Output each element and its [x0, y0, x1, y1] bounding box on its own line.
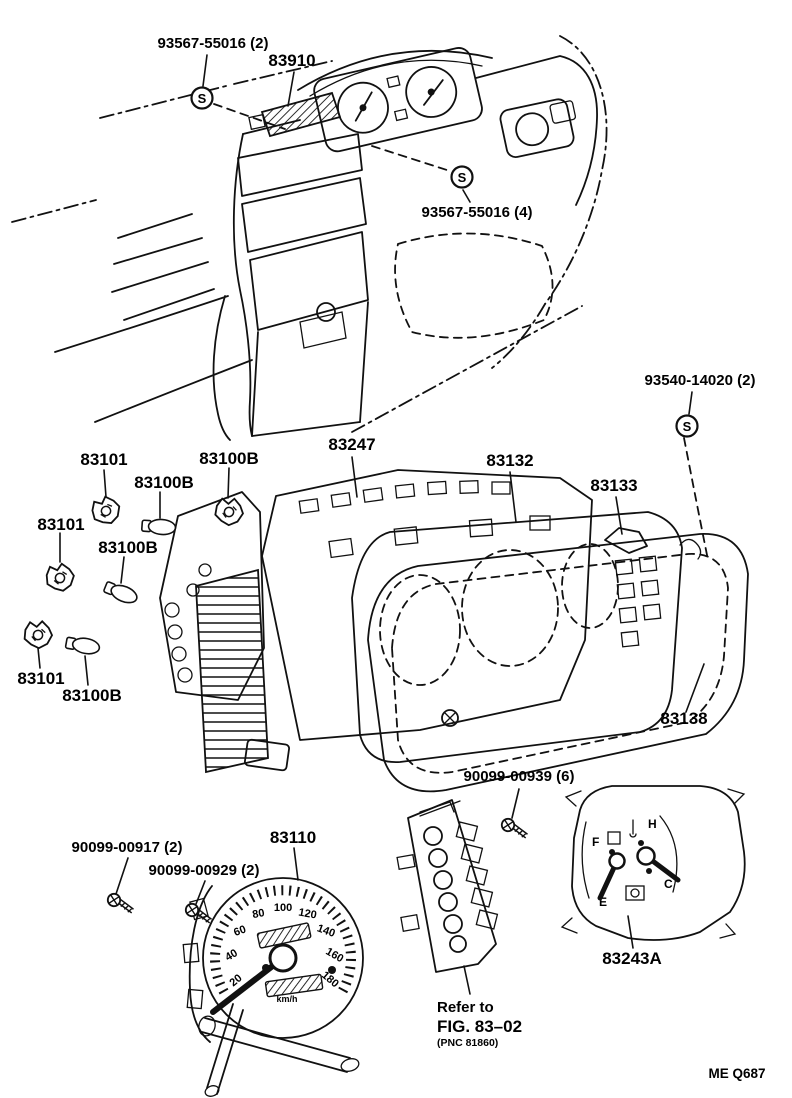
meter-edge-hatch [260, 91, 342, 138]
dial-unit: km/h [276, 994, 297, 1004]
note-line-3: (PNC 81860) [437, 1037, 498, 1049]
gauge-letter-F: F [592, 835, 599, 849]
bulb [140, 517, 177, 537]
screw-marker-top: S [198, 91, 207, 106]
part-label-83100B: 83100B [134, 473, 194, 492]
part-label-90099-00917: 90099-00917 (2) [72, 839, 183, 856]
part-label-83101: 83101 [37, 515, 84, 534]
circuit-plate [159, 491, 290, 774]
note-line-1: Refer to [437, 999, 494, 1016]
bulb-panel [396, 799, 499, 973]
part-label-90099-00929: 90099-00929 (2) [149, 862, 260, 879]
part-label-83910: 83910 [268, 51, 315, 70]
dashboard-sketch [11, 35, 608, 441]
dial-number: 80 [251, 907, 265, 921]
left-hatch-lines [54, 213, 253, 441]
meter-mask [367, 533, 749, 793]
fuel-temp-gauge: F E H C [560, 785, 746, 941]
part-label-83100B: 83100B [62, 686, 122, 705]
center-stack [237, 133, 369, 437]
part-label-83132: 83132 [486, 451, 533, 470]
dial-number: 60 [232, 923, 248, 938]
trip-odometer [264, 973, 324, 998]
screw-marker-mid: S [458, 170, 467, 185]
screw-marker-right: S [683, 419, 692, 434]
speedometer-ticks [210, 885, 356, 995]
note-line-2: FIG. 83–02 [437, 1017, 522, 1036]
part-label-83101: 83101 [17, 669, 64, 688]
part-label-83110: 83110 [270, 828, 316, 847]
indicator-window [625, 885, 645, 901]
needle-hub [268, 943, 298, 973]
screw-90099-00939 [499, 816, 531, 840]
odometer [256, 922, 312, 949]
screw-markers: S S S [190, 54, 709, 561]
speedometer-needle [210, 955, 286, 1015]
bulb [64, 634, 102, 657]
speedometer-dial [202, 877, 364, 1039]
dial-number: 100 [274, 902, 292, 914]
lighter-circle [316, 302, 336, 322]
dash-right-panel [499, 98, 577, 158]
part-label-93540-14020: 93540-14020 (2) [645, 372, 756, 389]
gauge-letter-H: H [648, 817, 657, 831]
gauge-letter-E: E [599, 895, 607, 909]
glovebox-dashed [394, 232, 554, 339]
part-label-83247: 83247 [328, 435, 375, 454]
part-label-83133: 83133 [590, 476, 637, 495]
reference-note: Refer to FIG. 83–02 (PNC 81860) [437, 999, 522, 1049]
exploded-cluster [159, 469, 749, 793]
dial-number: 160 [324, 946, 346, 966]
gauge-letter-C: C [664, 877, 673, 891]
part-label-90099-00939: 90099-00939 (6) [464, 768, 575, 785]
part-label-83101: 83101 [80, 450, 127, 469]
bulb-socket [88, 492, 124, 528]
dial-number: 120 [297, 907, 317, 922]
part-label-93567-55016-4: 93567-55016 (4) [422, 204, 533, 221]
part-label-83100B: 83100B [98, 538, 158, 557]
speedometer-assembly: 20 40 60 80 100 120 140 160 180 km/h [182, 877, 364, 1097]
fuel-pump-icon [607, 831, 621, 845]
figure-code-stamp: ME Q687 [708, 1066, 765, 1081]
cluster-hood [297, 49, 493, 91]
part-label-83138: 83138 [660, 709, 707, 728]
dial-number: 140 [315, 922, 336, 940]
part-label-93567-55016-2: 93567-55016 (2) [158, 35, 269, 52]
leader-lines [37, 71, 705, 995]
bulb-socket [23, 619, 55, 651]
heat-sink-fins [195, 568, 269, 774]
part-labels: 93567-55016 (2) 83910 93567-55016 (4) 93… [17, 35, 755, 968]
part-label-83100B: 83100B [199, 449, 259, 468]
meter-case-body [261, 469, 593, 741]
speedometer-shafts [198, 1003, 360, 1097]
screw-90099-00917 [105, 891, 137, 915]
meter-lens [351, 511, 702, 763]
dial-number: 40 [223, 947, 240, 964]
thermometer-icon [629, 819, 637, 838]
part-label-83243A: 83243A [602, 949, 662, 968]
bulb-socket [44, 561, 76, 593]
case-bracket [604, 527, 648, 554]
